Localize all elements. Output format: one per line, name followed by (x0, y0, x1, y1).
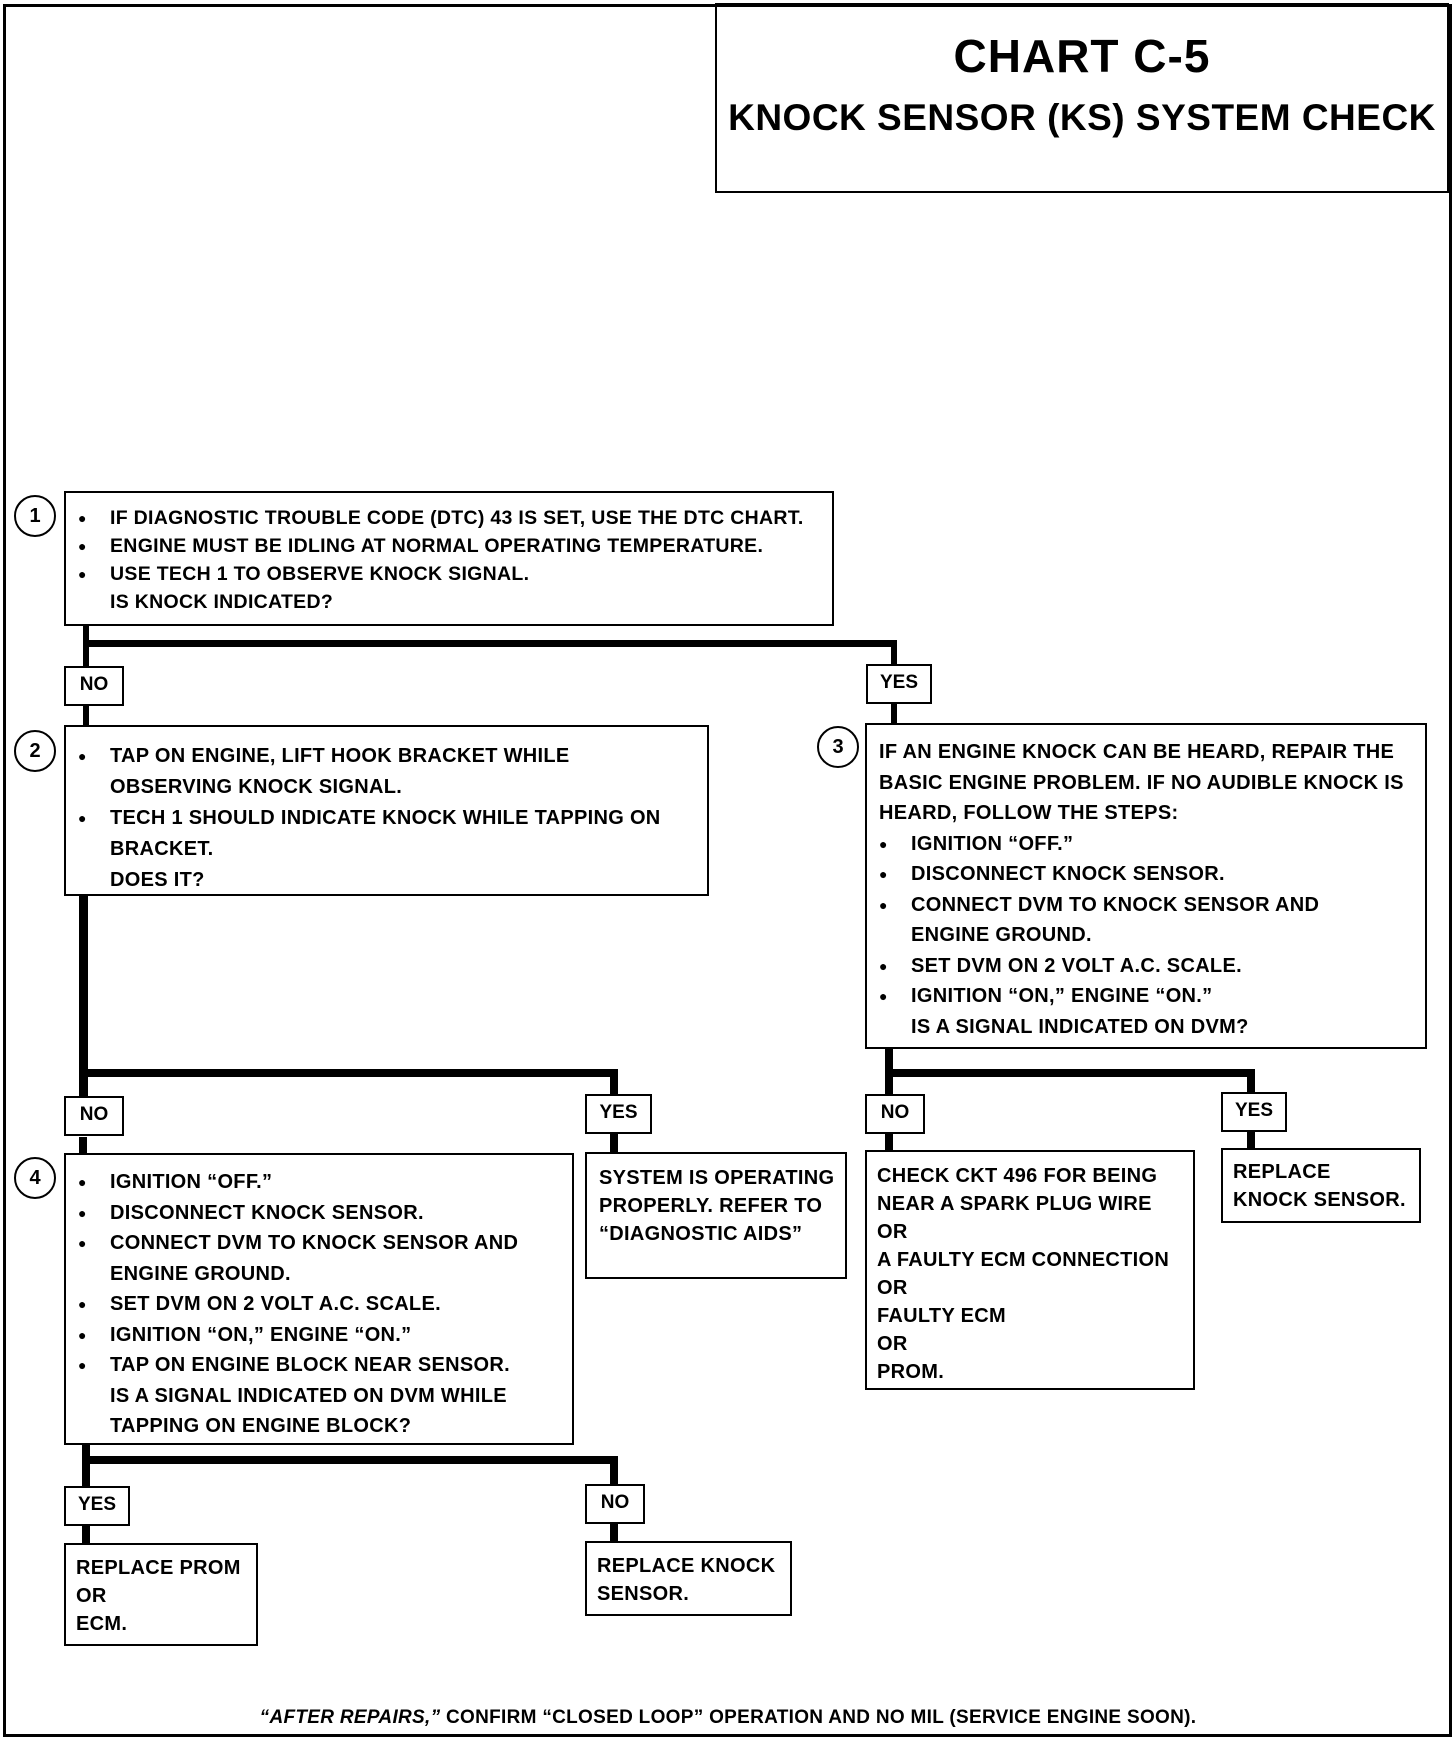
connector (79, 1069, 617, 1077)
connector (1247, 1069, 1255, 1095)
step-3-bullet: IGNITION “ON,” ENGINE “ON.” (879, 981, 1415, 1012)
connector (83, 640, 897, 647)
replace-prom-line: REPLACE PROM (76, 1557, 241, 1579)
step-1-bullet: USE TECH 1 TO OBSERVE KNOCK SIGNAL. (78, 560, 822, 588)
connector (610, 1456, 618, 1486)
connector (82, 1443, 90, 1488)
step-2-question: DOES IT? (110, 869, 205, 891)
step-3-bullet: CONNECT DVM TO KNOCK SENSOR AND ENGINE G… (879, 890, 1331, 951)
replace-prom-box: REPLACE PROM OR ECM. (64, 1543, 258, 1646)
step-4-bullet: DISCONNECT KNOCK SENSOR. (78, 1198, 562, 1229)
step-4-question: IS A SIGNAL INDICATED ON DVM WHILE TAPPI… (110, 1384, 507, 1438)
step-4-bullet: IGNITION “OFF.” (78, 1167, 562, 1198)
connector (610, 1069, 618, 1097)
system-operating-text: SYSTEM IS OPERATING PROPERLY. REFER TO “… (599, 1167, 835, 1245)
step-number-4: 4 (14, 1157, 56, 1199)
chart-subtitle: KNOCK SENSOR (KS) SYSTEM CHECK (728, 97, 1436, 138)
step-1-bullet: ENGINE MUST BE IDLING AT NORMAL OPERATIN… (78, 532, 822, 560)
step-3-bullet: IGNITION “OFF.” (879, 829, 1415, 860)
step-2-bullet: TAP ON ENGINE, LIFT HOOK BRACKET WHILE O… (78, 741, 580, 803)
step-4-bullet: SET DVM ON 2 VOLT A.C. SCALE. (78, 1289, 562, 1320)
replace-prom-line: OR (76, 1585, 107, 1607)
check-ckt-line: A FAULTY ECM CONNECTION (877, 1249, 1170, 1271)
step-number-3: 3 (817, 726, 859, 768)
step-3-intro: IF AN ENGINE KNOCK CAN BE HEARD, REPAIR … (879, 741, 1404, 824)
footer-text: CONFIRM “CLOSED LOOP” OPERATION AND NO M… (440, 1707, 1197, 1728)
step-1-question: IS KNOCK INDICATED? (110, 591, 334, 613)
connector (891, 640, 897, 667)
step-4-box: IGNITION “OFF.” DISCONNECT KNOCK SENSOR.… (64, 1153, 574, 1445)
chart-title: CHART C-5 (953, 30, 1211, 82)
check-ckt-line: OR (877, 1277, 908, 1299)
footer-note: “AFTER REPAIRS,” CONFIRM “CLOSED LOOP” O… (0, 1707, 1456, 1729)
connector (82, 1524, 90, 1545)
replace-knock-sensor-text: REPLACE KNOCK SENSOR. (1233, 1161, 1406, 1211)
connector (83, 706, 89, 726)
replace-knock-sensor-box: REPLACE KNOCK SENSOR. (585, 1541, 792, 1616)
step-3-question: IS A SIGNAL INDICATED ON DVM? (911, 1015, 1249, 1038)
yes-label: YES (585, 1094, 652, 1134)
step-2-box: TAP ON ENGINE, LIFT HOOK BRACKET WHILE O… (64, 725, 709, 896)
yes-label: YES (866, 664, 932, 704)
connector (891, 702, 897, 726)
step-1-box: IF DIAGNOSTIC TROUBLE CODE (DTC) 43 IS S… (64, 491, 834, 626)
step-3-bullet: SET DVM ON 2 VOLT A.C. SCALE. (879, 951, 1415, 982)
step-3-box: IF AN ENGINE KNOCK CAN BE HEARD, REPAIR … (865, 723, 1427, 1049)
replace-knock-sensor-text: REPLACE KNOCK SENSOR. (597, 1555, 776, 1605)
connector (82, 1456, 618, 1464)
no-label: NO (64, 666, 124, 706)
step-number-1: 1 (14, 495, 56, 537)
connector (610, 1132, 618, 1154)
connector (1247, 1130, 1255, 1150)
title-box: CHART C-5 KNOCK SENSOR (KS) SYSTEM CHECK (715, 3, 1449, 193)
step-4-bullet: IGNITION “ON,” ENGINE “ON.” (78, 1320, 562, 1351)
page-frame (3, 4, 1452, 1737)
replace-knock-sensor-box: REPLACE KNOCK SENSOR. (1221, 1148, 1421, 1223)
check-ckt-line: PROM. (877, 1361, 945, 1383)
no-label: NO (64, 1096, 124, 1136)
check-ckt-box: CHECK CKT 496 FOR BEING NEAR A SPARK PLU… (865, 1150, 1195, 1390)
yes-label: YES (1221, 1092, 1287, 1132)
step-3-bullet: DISCONNECT KNOCK SENSOR. (879, 859, 1415, 890)
no-label: NO (865, 1094, 925, 1134)
step-4-bullet: TAP ON ENGINE BLOCK NEAR SENSOR. (78, 1350, 562, 1381)
yes-label: YES (64, 1486, 130, 1526)
footer-italic: “AFTER REPAIRS,” (259, 1707, 441, 1728)
check-ckt-line: FAULTY ECM (877, 1305, 1006, 1327)
connector (885, 1131, 893, 1152)
check-ckt-line: OR (877, 1333, 908, 1355)
connector (610, 1521, 618, 1543)
check-ckt-line: CHECK CKT 496 FOR BEING NEAR A SPARK PLU… (877, 1165, 1158, 1215)
step-number-2: 2 (14, 730, 56, 772)
connector (885, 1069, 1255, 1077)
connector (79, 894, 88, 1096)
check-ckt-line: OR (877, 1221, 908, 1243)
system-operating-box: SYSTEM IS OPERATING PROPERLY. REFER TO “… (585, 1152, 847, 1279)
step-2-bullet: TECH 1 SHOULD INDICATE KNOCK WHILE TAPPI… (78, 803, 697, 865)
no-label: NO (585, 1484, 645, 1524)
connector (79, 1137, 87, 1154)
step-1-bullet: IF DIAGNOSTIC TROUBLE CODE (DTC) 43 IS S… (78, 504, 822, 532)
replace-prom-line: ECM. (76, 1613, 128, 1635)
step-4-bullet: CONNECT DVM TO KNOCK SENSOR AND ENGINE G… (78, 1228, 530, 1289)
